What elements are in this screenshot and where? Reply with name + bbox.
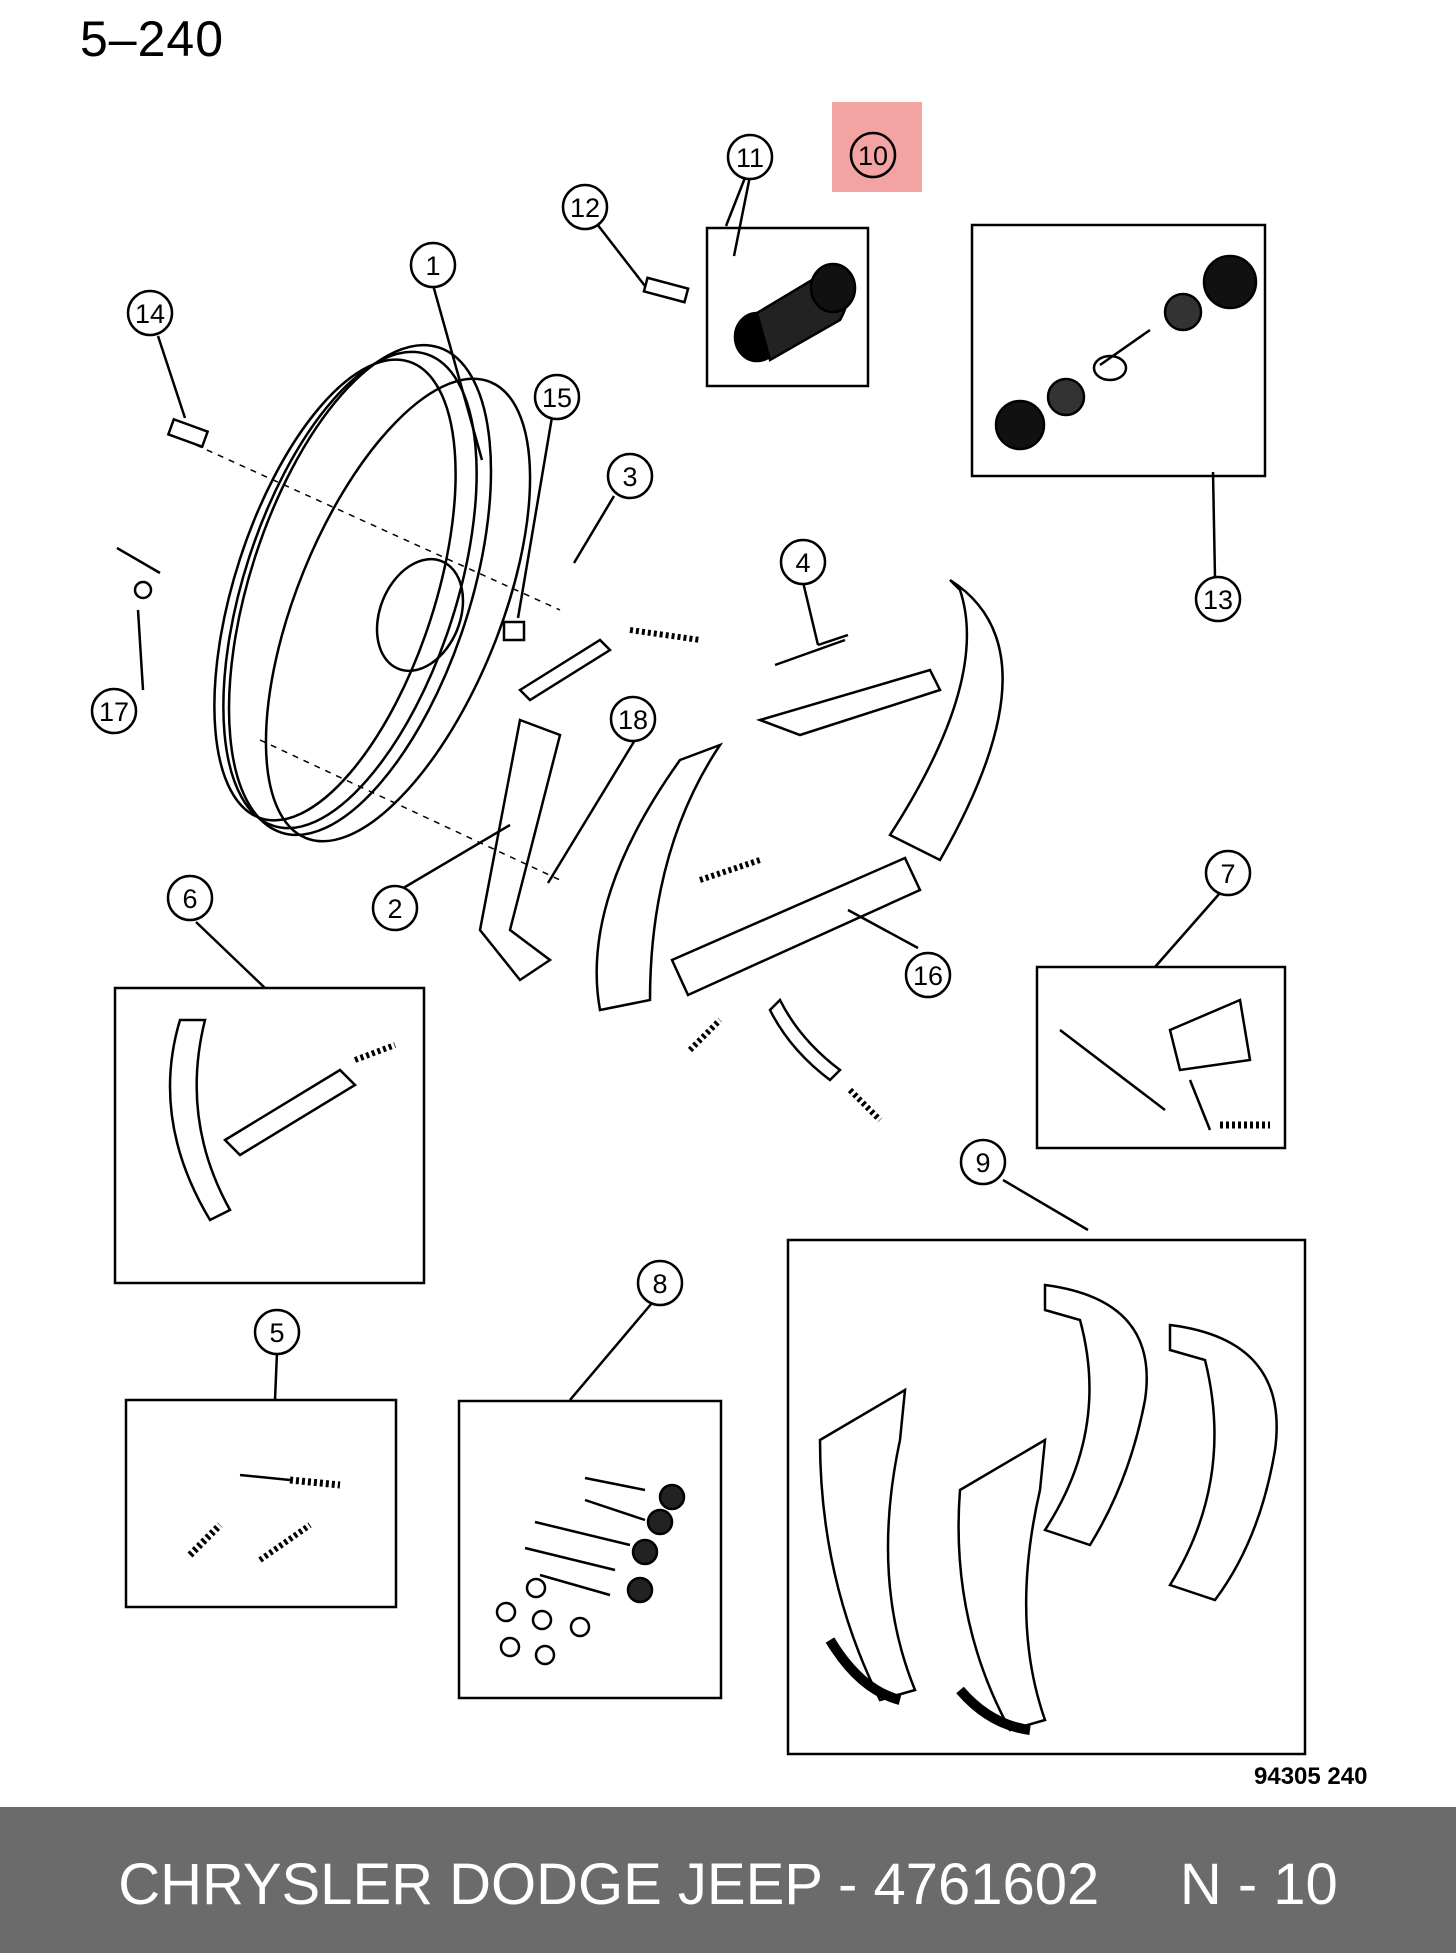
callout-7[interactable]: 7 — [1220, 859, 1235, 889]
callout-12[interactable]: 12 — [570, 193, 600, 223]
box-9-shoe-set[interactable] — [786, 1238, 1307, 1756]
callout-6[interactable]: 6 — [182, 884, 197, 914]
callout-9[interactable]: 9 — [975, 1148, 990, 1178]
box-13-cylinder-kit[interactable] — [970, 223, 1267, 478]
callout-1[interactable]: 1 — [425, 251, 440, 281]
callout-11[interactable]: 11 — [736, 143, 764, 173]
callout-8[interactable]: 8 — [652, 1269, 667, 1299]
box-10-wheel-cylinder[interactable] — [705, 226, 870, 388]
callout-5[interactable]: 5 — [269, 1318, 284, 1348]
callout-2[interactable]: 2 — [387, 894, 402, 924]
callout-18[interactable]: 18 — [618, 705, 648, 735]
box-6-adjuster-kit[interactable] — [113, 986, 426, 1285]
callout-17[interactable]: 17 — [99, 697, 129, 727]
figure-code: 94305 240 — [1254, 1763, 1368, 1790]
callout-10[interactable]: 10 — [858, 141, 888, 171]
callout-4[interactable]: 4 — [795, 548, 810, 578]
footer-part-info: CHRYSLER DODGE JEEP - 4761602 N - 10 — [118, 1852, 1338, 1917]
callout-13[interactable]: 13 — [1203, 585, 1233, 615]
exploded-parts-diagram: 1 2 3 4 5 6 7 8 9 10 11 12 13 14 15 16 1… — [90, 102, 1307, 1756]
box-7-lever-kit[interactable] — [1035, 965, 1287, 1150]
callout-15[interactable]: 15 — [542, 383, 572, 413]
callout-14[interactable]: 14 — [135, 299, 165, 329]
page-title: 5–240 — [80, 11, 225, 67]
box-5-spring-kit[interactable] — [124, 1398, 398, 1609]
callout-3[interactable]: 3 — [622, 462, 637, 492]
footer-bar: CHRYSLER DODGE JEEP - 4761602 N - 10 — [0, 1807, 1456, 1953]
box-8-hardware-kit[interactable] — [457, 1399, 723, 1700]
callout-16[interactable]: 16 — [913, 961, 943, 991]
